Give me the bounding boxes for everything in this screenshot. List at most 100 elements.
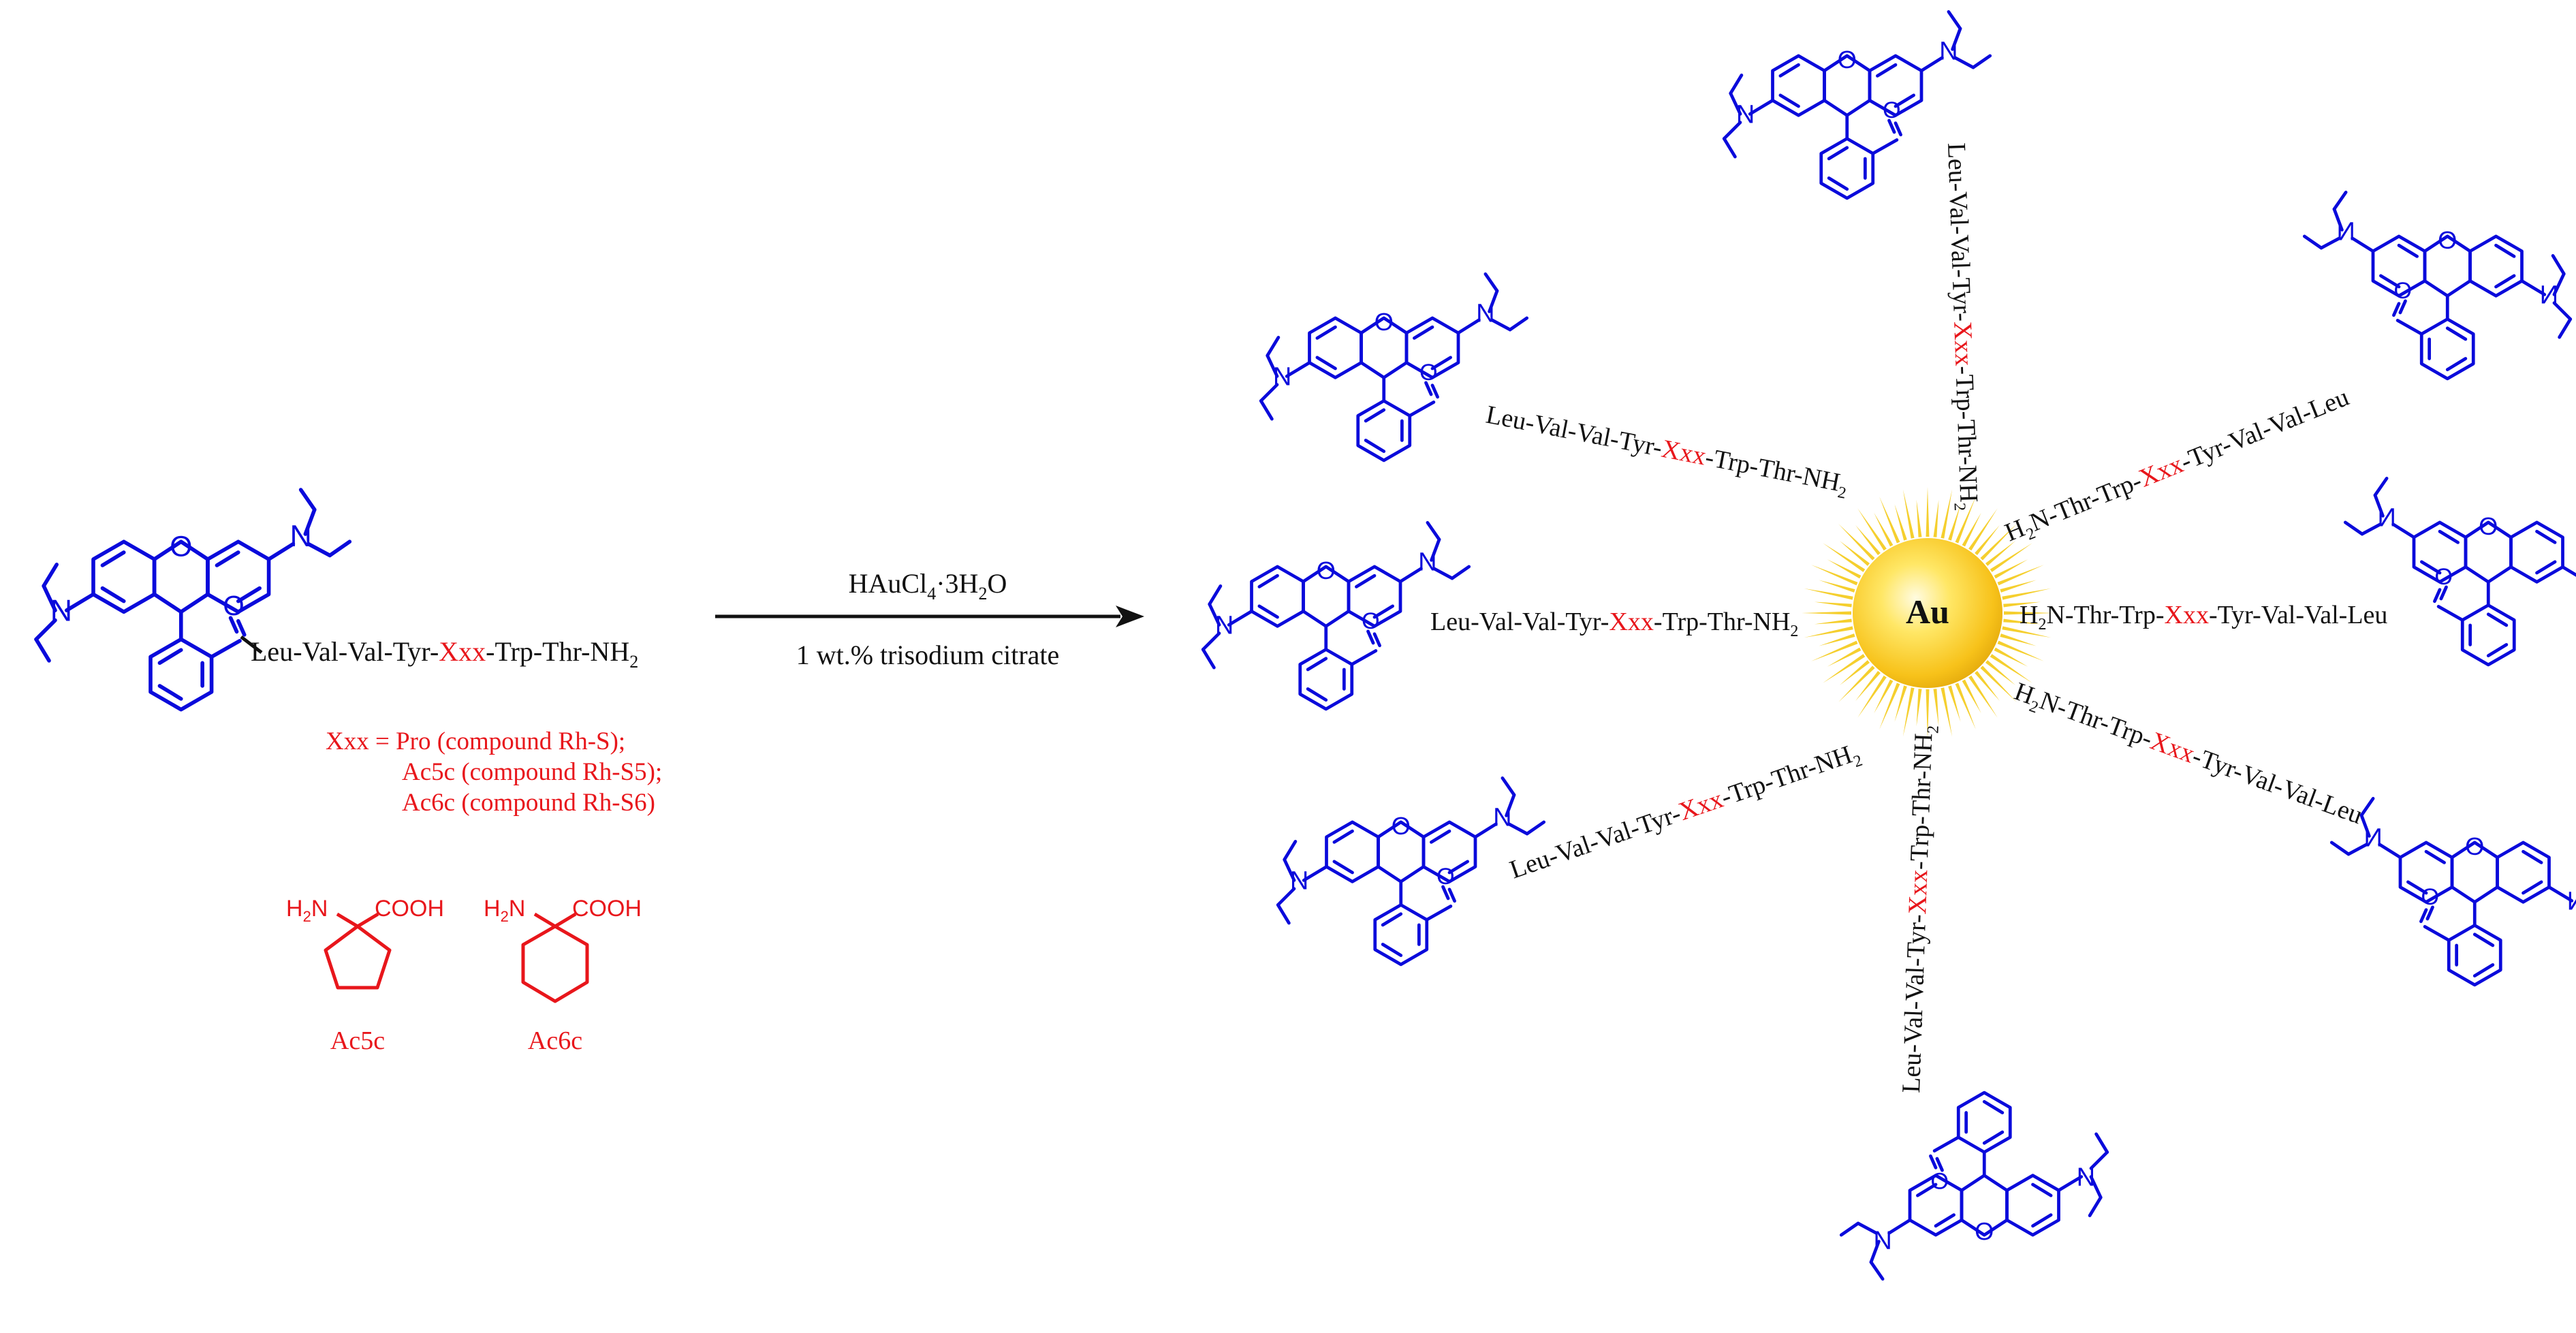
gold-ray <box>2003 601 2041 608</box>
chain-left: Leu-Val-Val-Tyr-Xxx-Trp-Thr-NH2 <box>1430 608 1798 640</box>
gold-ray <box>1985 660 2016 685</box>
chain-lower-right: H2N-Thr-Trp-Xxx-Tyr-Val-Val-Leu <box>2009 677 2366 834</box>
svg-text:H2N: H2N <box>286 896 328 925</box>
gold-ray <box>1962 512 1981 547</box>
core-label: Au <box>1906 593 1949 631</box>
dye-right <box>2345 478 2576 665</box>
gold-ray <box>1968 675 1998 718</box>
dye-left <box>1203 522 1468 709</box>
gold-ray <box>1916 499 1922 537</box>
gold-ray <box>1902 489 1915 539</box>
gold-ray <box>1804 626 1853 638</box>
gold-ray <box>1926 487 1930 537</box>
gold-ray <box>1933 689 1939 727</box>
gold-ray <box>1819 580 1855 593</box>
chain-upper-left: Leu-Val-Val-Tyr-Xxx-Trp-Thr-NH2 <box>1483 401 1851 503</box>
gold-ray <box>1827 559 1862 579</box>
gold-ray <box>1857 508 1887 551</box>
gold-ray <box>1990 654 2032 683</box>
gold-ray <box>1879 497 1900 544</box>
gold-rays <box>1802 487 2054 739</box>
legend-line-2: Ac5c (compound Rh-S5); <box>402 758 662 786</box>
gold-ray <box>1962 679 1981 714</box>
dye-bottom <box>1841 1093 2107 1279</box>
gold-ray <box>1857 675 1887 718</box>
gold-ray <box>1802 611 1852 615</box>
gold-ray <box>1823 654 1866 683</box>
monomer-peptide: Leu-Val-Val-Tyr-Xxx-Trp-Thr-NH2 <box>251 636 638 672</box>
gold-ray <box>1997 565 2044 586</box>
ac6c-structure: H2N COOH Ac6c <box>484 896 642 1055</box>
gold-ray <box>1879 683 1900 730</box>
gold-ray <box>1855 524 1881 556</box>
gold-ray <box>1994 559 2028 579</box>
gold-ray <box>2003 618 2041 625</box>
reaction-arrow <box>715 606 1144 627</box>
gold-ray <box>2002 588 2052 600</box>
legend-line-3: Ac6c (compound Rh-S6) <box>402 789 655 817</box>
gold-ray <box>1933 499 1939 537</box>
gold-ray <box>1855 670 1881 702</box>
chain-top: Leu-Val-Val-Tyr-Xxx-Trp-Thr-NH2 <box>1938 142 1983 512</box>
condition-label: 1 wt.% trisodium citrate <box>796 640 1060 670</box>
gold-ray <box>1894 685 1907 722</box>
gold-ray <box>1819 633 1855 646</box>
gold-ray <box>1955 683 1976 730</box>
gold-ray <box>1997 640 2044 661</box>
gold-ray <box>1994 647 2028 667</box>
gold-ray <box>1948 685 1961 722</box>
gold-ray <box>1975 670 2000 702</box>
gold-ray <box>1814 601 1852 608</box>
dye-lower-left <box>1278 778 1543 965</box>
dye-lower-right <box>2331 798 2576 985</box>
gold-ray <box>1941 489 1953 539</box>
gold-ray <box>1955 497 1976 544</box>
gold-ray <box>1874 679 1894 714</box>
gold-ray <box>1985 541 2016 566</box>
dye-upper-left <box>1261 274 1526 460</box>
gold-ray <box>1916 689 1922 727</box>
gold-ray <box>1827 647 1862 667</box>
gold-ray <box>1811 640 1858 661</box>
gold-ray <box>1839 541 1870 566</box>
gold-ray <box>1823 543 1866 572</box>
gold-ray <box>1941 687 1953 737</box>
gold-ray <box>1894 504 1907 541</box>
gold-ray <box>1902 687 1915 737</box>
svg-text:COOH: COOH <box>572 896 642 922</box>
monomer-structure <box>36 490 349 710</box>
gold-ray <box>1980 665 2017 702</box>
gold-ray <box>1804 588 1853 600</box>
gold-ray <box>1811 565 1858 586</box>
chain-lower-left: Leu-Val-Val-Tyr-Xxx-Trp-Thr-NH2 <box>1506 738 1865 888</box>
gold-ray <box>1814 618 1852 625</box>
xxx-legend: Xxx = Pro (compound Rh-S); Ac5c (compoun… <box>326 727 662 817</box>
reagent-label: HAuCl4·3H2O <box>849 568 1007 603</box>
gold-ray <box>1839 660 1870 685</box>
ac5c-label: Ac5c <box>330 1026 385 1055</box>
chain-bottom: Leu-Val-Val-Tyr-Xxx-Trp-Thr-NH2 <box>1897 725 1943 1094</box>
gold-ray <box>2000 580 2037 593</box>
gold-ray <box>1838 665 1875 702</box>
ac5c-structure: H2N COOH Ac5c <box>286 896 444 1055</box>
gold-core <box>1853 538 2002 688</box>
monomer-bond <box>240 636 263 654</box>
svg-text:COOH: COOH <box>375 896 444 922</box>
ac6c-label: Ac6c <box>528 1026 582 1055</box>
gold-ray <box>1990 543 2032 572</box>
svg-text:H2N: H2N <box>484 896 525 925</box>
gold-ray <box>2003 611 2054 615</box>
chain-right: H2N-Thr-Trp-Xxx-Tyr-Val-Val-Leu <box>2020 601 2387 633</box>
gold-ray <box>1948 504 1961 541</box>
dye-upper-right <box>2304 192 2570 379</box>
gold-ray <box>1975 524 2000 556</box>
gold-ray <box>1874 512 1894 547</box>
gold-ray <box>1980 524 2017 561</box>
gold-ray <box>1838 524 1875 561</box>
gold-ray <box>2000 633 2037 646</box>
gold-ray <box>2002 626 2052 638</box>
chain-upper-right: H2N-Thr-Trp-Xxx-Tyr-Val-Val-Leu <box>2001 383 2355 551</box>
legend-line-1: Xxx = Pro (compound Rh-S); <box>326 727 625 755</box>
gold-ray <box>1926 689 1930 739</box>
